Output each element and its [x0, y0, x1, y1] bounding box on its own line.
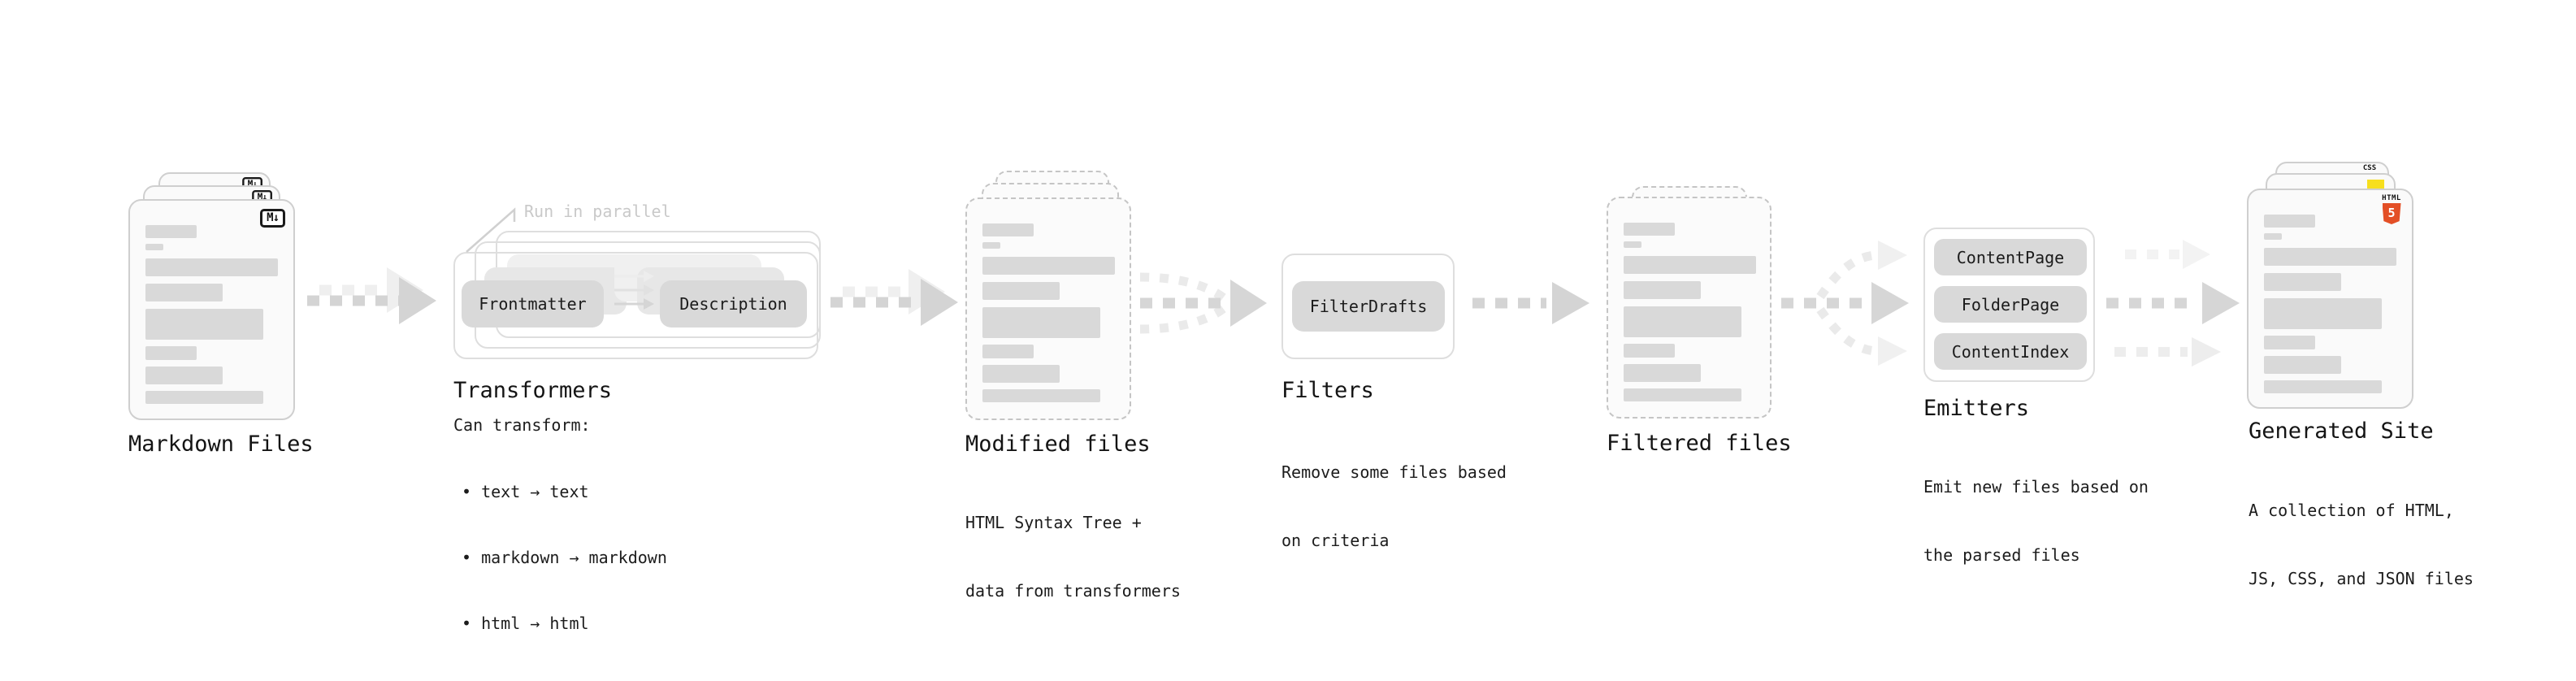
arrows-emitters-to-generated	[2106, 240, 2240, 367]
html-document-front: HTML 5	[2247, 189, 2413, 409]
text-line-placeholder	[2264, 215, 2315, 228]
desc-line: the parsed files	[1923, 545, 2080, 565]
desc-line: HTML Syntax Tree +	[965, 513, 1142, 532]
document-content-placeholder	[2249, 190, 2412, 393]
bullet-item: • text → text	[462, 482, 589, 501]
desc-line: data from transformers	[965, 581, 1181, 601]
text-line-placeholder	[1624, 364, 1701, 382]
contentindex-pill: ContentIndex	[1934, 333, 2087, 370]
html5-word: HTML	[2382, 194, 2401, 202]
text-line-placeholder	[2264, 298, 2382, 329]
frontmatter-pill: Frontmatter	[462, 280, 604, 327]
modified-document-front	[965, 197, 1131, 420]
desc-line: Emit new files based on	[1923, 477, 2149, 497]
js-file-icon	[2367, 180, 2384, 189]
text-line-placeholder	[145, 258, 278, 276]
modified-files-desc: HTML Syntax Tree + data from transformer…	[965, 466, 1181, 648]
text-line-placeholder	[982, 307, 1100, 338]
arrow-markdown-to-transformers	[307, 267, 436, 324]
filters-label: Filters	[1281, 378, 1374, 403]
desc-line: A collection of HTML,	[2249, 501, 2454, 520]
transformers-label: Transformers	[453, 378, 613, 403]
emitters-box: ContentPage FolderPage ContentIndex	[1923, 228, 2095, 382]
text-line-placeholder	[2264, 233, 2282, 240]
transformer-inner-arrows	[466, 207, 654, 310]
pill-arrow-bottom	[614, 298, 654, 310]
filtered-document-front	[1607, 197, 1772, 419]
run-in-parallel-annotation: Run in parallel	[524, 202, 671, 221]
filters-box: FilterDrafts	[1281, 254, 1455, 359]
text-line-placeholder	[145, 346, 197, 360]
modified-files-label: Modified files	[965, 432, 1151, 457]
emitters-desc: Emit new files based on the parsed files	[1923, 430, 2149, 612]
bullet-item: • markdown → markdown	[462, 548, 667, 567]
text-line-placeholder	[1624, 223, 1675, 236]
pill-arrow-middle	[614, 284, 654, 296]
text-line-placeholder	[982, 365, 1060, 383]
markdown-files-stack: M↓ M↓ M↓	[128, 172, 295, 437]
bullet-item: • html → html	[462, 614, 589, 633]
desc-line: Remove some files based	[1281, 462, 1507, 482]
text-line-placeholder	[2264, 248, 2396, 266]
text-line-placeholder	[1624, 281, 1701, 299]
text-line-placeholder	[982, 282, 1060, 300]
transformers-bullets: • text → text • markdown → markdown • ht…	[462, 437, 667, 679]
text-line-placeholder	[2264, 380, 2382, 393]
transformer-frame-front	[453, 252, 818, 359]
filtered-files-stack	[1607, 186, 1772, 430]
transformers-desc-title: Can transform:	[453, 415, 591, 435]
text-line-placeholder	[145, 391, 263, 404]
markdown-icon: M↓	[260, 209, 285, 228]
filters-desc: Remove some files based on criteria	[1281, 415, 1507, 597]
filterdrafts-pill: FilterDrafts	[1292, 281, 1445, 332]
document-content-placeholder	[130, 201, 293, 404]
annotation-leader-line	[466, 207, 516, 253]
arrow-filtered-to-emitters	[1781, 241, 1909, 366]
arrow-modified-to-filters	[1139, 272, 1267, 334]
text-line-placeholder	[2264, 273, 2341, 291]
contentpage-pill: ContentPage	[1934, 239, 2087, 275]
generated-site-stack: CSS HTML 5	[2247, 162, 2413, 430]
text-line-placeholder	[145, 225, 197, 238]
text-line-placeholder	[1624, 344, 1675, 358]
folderpage-pill: FolderPage	[1934, 286, 2087, 323]
text-line-placeholder	[145, 244, 163, 250]
arrow-transformers-to-modified	[830, 269, 958, 326]
markdown-document-front: M↓	[128, 199, 295, 420]
text-line-placeholder	[145, 284, 223, 301]
transformers-group: Run in parallel Frontmatter Description	[453, 191, 860, 362]
html5-icon: HTML 5	[2381, 194, 2402, 224]
pill-arrow-top	[614, 271, 654, 282]
description-pill: Description	[660, 280, 807, 327]
desc-line: on criteria	[1281, 531, 1390, 550]
filtered-files-label: Filtered files	[1607, 431, 1792, 456]
html5-shield: 5	[2382, 203, 2401, 224]
css-label: CSS	[2362, 164, 2377, 172]
text-line-placeholder	[1624, 256, 1756, 274]
text-line-placeholder	[982, 345, 1034, 358]
text-line-placeholder	[982, 223, 1034, 236]
text-line-placeholder	[145, 367, 223, 384]
text-line-placeholder	[145, 309, 263, 340]
text-line-placeholder	[2264, 356, 2341, 374]
generated-site-label: Generated Site	[2249, 419, 2434, 444]
markdown-files-label: Markdown Files	[128, 432, 314, 457]
text-line-placeholder	[1624, 388, 1741, 401]
text-line-placeholder	[1624, 306, 1741, 337]
emitters-label: Emitters	[1923, 396, 2030, 421]
document-content-placeholder	[1608, 198, 1770, 401]
document-content-placeholder	[967, 199, 1130, 402]
text-line-placeholder	[1624, 241, 1641, 248]
generated-site-desc: A collection of HTML, JS, CSS, and JSON …	[2249, 453, 2474, 635]
modified-files-stack	[965, 171, 1131, 439]
text-line-placeholder	[2264, 336, 2315, 349]
text-line-placeholder	[982, 257, 1115, 275]
desc-line: JS, CSS, and JSON files	[2249, 569, 2474, 588]
text-line-placeholder	[982, 389, 1100, 402]
arrow-filters-to-filtered	[1472, 282, 1589, 324]
text-line-placeholder	[982, 242, 1000, 249]
